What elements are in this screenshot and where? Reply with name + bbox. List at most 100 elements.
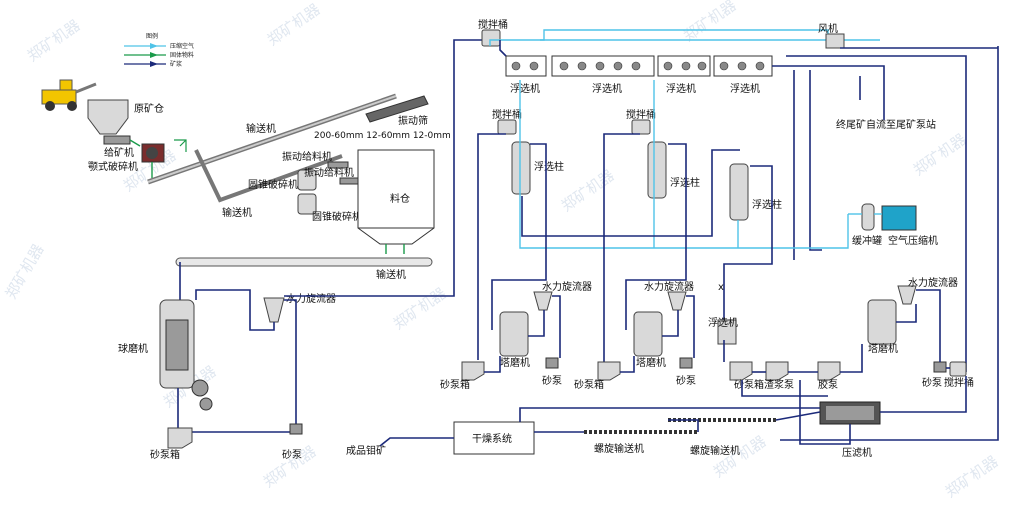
conveyor-3-icon — [175, 257, 433, 267]
label-flotation-2: 浮选机 — [592, 82, 622, 95]
rubber-pump-icon — [817, 361, 841, 381]
label-screw-conveyor-2: 螺旋输送机 — [690, 444, 740, 457]
hydrocyclone-4-icon — [897, 285, 917, 305]
agitator-1-icon — [481, 29, 501, 47]
agitator-3-icon — [631, 119, 651, 135]
label-jaw-crusher: 颚式破碎机 — [88, 160, 138, 173]
sand-pump-2-icon — [545, 357, 559, 369]
label-conveyor-3: 输送机 — [376, 268, 406, 281]
label-feeder: 给矿机 — [104, 146, 134, 159]
legend-title: 图例 — [146, 32, 158, 40]
vibrating-screen-icon — [365, 95, 429, 123]
sand-pump-box-2-icon — [461, 361, 485, 381]
label-agitator-3: 搅拌桶 — [626, 108, 656, 121]
label-flotation-machine-v: 浮选机 — [708, 316, 738, 329]
label-screw-conveyor-1: 螺旋输送机 — [594, 442, 644, 455]
label-storage-bin: 料仓 — [390, 192, 410, 205]
regrind-section: 水力旋流器 水力旋流器 水力旋流器 塔磨机 塔磨机 塔磨机 砂泵箱 砂泵 砂泵箱… — [440, 276, 974, 391]
air-compressor-icon — [881, 205, 917, 231]
flotation-row: 搅拌桶 风机 浮选机 浮选机 浮选机 浮选机 终尾矿自流至尾矿泵站 — [478, 18, 999, 441]
label-rubber-pump: 胶泵 — [818, 378, 838, 391]
label-flotation-4: 浮选机 — [730, 82, 760, 95]
sand-pump-box-4-icon — [729, 361, 753, 381]
column-2-icon — [647, 141, 667, 199]
label-screen-sizes: 200-60mm 12-60mm 12-0mm — [314, 131, 451, 141]
flotation-machine-v-icon — [717, 319, 737, 345]
label-column-1: 浮选柱 — [534, 160, 564, 173]
hydrocyclone-2-icon — [533, 291, 553, 311]
label-tower-mill-3: 塔磨机 — [868, 342, 898, 355]
slag-pump-icon — [765, 361, 789, 381]
watermark: 郑矿机器 — [910, 130, 969, 179]
feeder-icon — [103, 135, 131, 145]
column-3-icon — [729, 163, 749, 221]
label-hydrocyclone-1: 水力旋流器 — [286, 292, 336, 305]
hydrocyclone-3-icon — [667, 291, 687, 311]
label-hydrocyclone-4: 水力旋流器 — [908, 276, 958, 289]
label-tower-mill-2: 塔磨机 — [636, 356, 666, 369]
label-tailings-note: 终尾矿自流至尾矿泵站 — [836, 118, 936, 131]
label-agitator-2: 搅拌桶 — [492, 108, 522, 121]
column-section: 搅拌桶 浮选柱 搅拌桶 浮选柱 浮选柱 缓冲罐 空气压缩机 — [477, 80, 938, 362]
label-filter-press: 压滤机 — [842, 446, 872, 459]
label-agitator-4: 搅拌桶 — [944, 376, 974, 389]
cone-crusher-1-icon — [297, 169, 317, 191]
label-hydrocyclone-3: 水力旋流器 — [644, 280, 694, 293]
tower-mill-3-icon — [867, 299, 897, 345]
sand-pump-box-3-icon — [597, 361, 621, 381]
label-ball-mill: 球磨机 — [118, 342, 148, 355]
legend-arrow-icon — [150, 61, 158, 67]
ore-bin-icon — [87, 99, 129, 135]
label-cone-crusher-2: 圆锥破碎机 — [312, 210, 362, 223]
label-vibrating-feeder-1: 振动给料机 — [282, 150, 332, 163]
label-conveyor-2: 输送机 — [222, 206, 252, 219]
valve-mark: x — [718, 282, 724, 293]
loader-icon — [41, 79, 97, 111]
dryer-icon — [453, 421, 535, 455]
column-1-icon — [511, 141, 531, 195]
label-blower: 风机 — [818, 22, 838, 35]
legend-item-air: 压缩空气 — [170, 42, 194, 50]
label-sand-pump-3: 砂泵 — [676, 374, 696, 387]
sand-pump-4-icon — [933, 361, 947, 373]
label-sand-pump-2: 砂泵 — [542, 374, 562, 387]
label-hydrocyclone-2: 水力旋流器 — [542, 280, 592, 293]
label-sand-pump-box-2: 砂泵箱 — [440, 378, 470, 391]
watermark: 郑矿机器 — [264, 0, 323, 49]
tower-mill-2-icon — [633, 311, 663, 357]
label-sand-pump-box-3: 砂泵箱 — [574, 378, 604, 391]
label-flotation-1: 浮选机 — [510, 82, 540, 95]
tower-mill-1-icon — [499, 311, 529, 357]
label-sand-pump-1: 砂泵 — [282, 448, 302, 461]
cone-crusher-2-icon — [297, 193, 317, 215]
label-agitator-1: 搅拌桶 — [478, 18, 508, 31]
watermark: 郑矿机器 — [942, 452, 1001, 501]
label-slag-pump: 渣浆泵 — [764, 378, 794, 391]
legend-arrow-icon — [150, 52, 158, 58]
agitator-4-icon — [949, 361, 967, 377]
sand-pump-box-1-icon — [167, 427, 193, 449]
label-column-3: 浮选柱 — [752, 198, 782, 211]
legend-item-slurry: 矿浆 — [170, 60, 182, 68]
grinding-section: 球磨机 水力旋流器 砂泵箱 砂泵 — [118, 39, 484, 461]
label-flotation-3: 浮选机 — [666, 82, 696, 95]
label-sand-pump-4: 砂泵 — [922, 376, 942, 389]
label-sand-pump-box-4: 砂泵箱 — [734, 378, 764, 391]
blower-icon — [825, 33, 845, 49]
legend-item-solid: 固体物料 — [170, 51, 194, 59]
dewatering-section: 干燥系统 成品钼矿 螺旋输送机 螺旋输送机 压滤机 — [346, 376, 967, 459]
label-tower-mill-1: 塔磨机 — [500, 356, 530, 369]
buffer-tank-icon — [861, 203, 875, 231]
label-vibrating-feeder-2: 振动给料机 — [304, 166, 354, 179]
watermark: 郑矿机器 — [680, 0, 739, 45]
label-buffer-tank: 缓冲罐 — [852, 234, 882, 247]
agitator-2-icon — [497, 119, 517, 135]
hydrocyclone-1-icon — [263, 297, 285, 323]
sand-pump-1-icon — [289, 423, 303, 435]
crushing-section: 原矿仓 给矿机 颚式破碎机 输送机 振动筛 200-60mm 12-60mm 1… — [41, 79, 451, 281]
watermark: 郑矿机器 — [24, 16, 83, 65]
legend-arrow-icon — [150, 43, 158, 49]
watermark: 郑矿机器 — [2, 241, 48, 302]
